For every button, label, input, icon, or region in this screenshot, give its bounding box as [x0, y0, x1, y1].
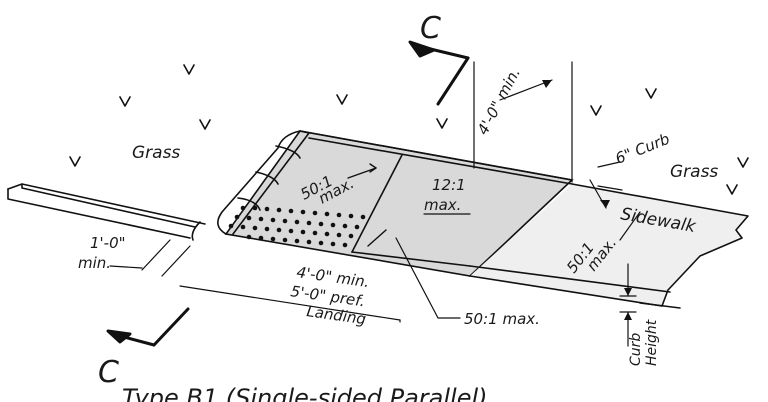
left-curb — [7, 183, 206, 241]
grass-left-label: Grass — [132, 143, 180, 163]
top-curb-band — [299, 130, 573, 185]
slope-arrows — [347, 163, 387, 247]
sidewalk-edges — [351, 183, 749, 307]
grass-tufts — [69, 64, 749, 195]
curb-height-label-line2: Height — [644, 319, 660, 366]
width-4ft-min-label: 4'-0" min. — [474, 65, 524, 138]
section-mark-bottom — [106, 307, 190, 347]
ramp-landing-edge — [351, 154, 403, 253]
slope-12-1-label: 12:1 — [432, 176, 466, 194]
diagram-title: Type B1 (Single-sided Parallel) — [122, 384, 488, 402]
curb-height-label-line1: Curb — [628, 333, 644, 366]
offset-min-label: min. — [78, 254, 111, 272]
section-mark-top-letter: C — [420, 11, 441, 46]
detectable-warning-dots — [228, 205, 366, 248]
slope-12-1-max-label: max. — [424, 196, 461, 214]
section-mark-top — [408, 40, 470, 106]
front-gutter-edge — [639, 302, 681, 309]
curb-6in-label: 6" Curb — [613, 130, 672, 168]
arrowheads — [542, 80, 632, 320]
section-mark-bottom-letter: C — [98, 355, 119, 390]
grass-right-label: Grass — [670, 162, 718, 182]
callout-50-1-max-label: 50:1 max. — [464, 310, 540, 328]
offset-1ft-label: 1'-0" — [90, 234, 126, 252]
